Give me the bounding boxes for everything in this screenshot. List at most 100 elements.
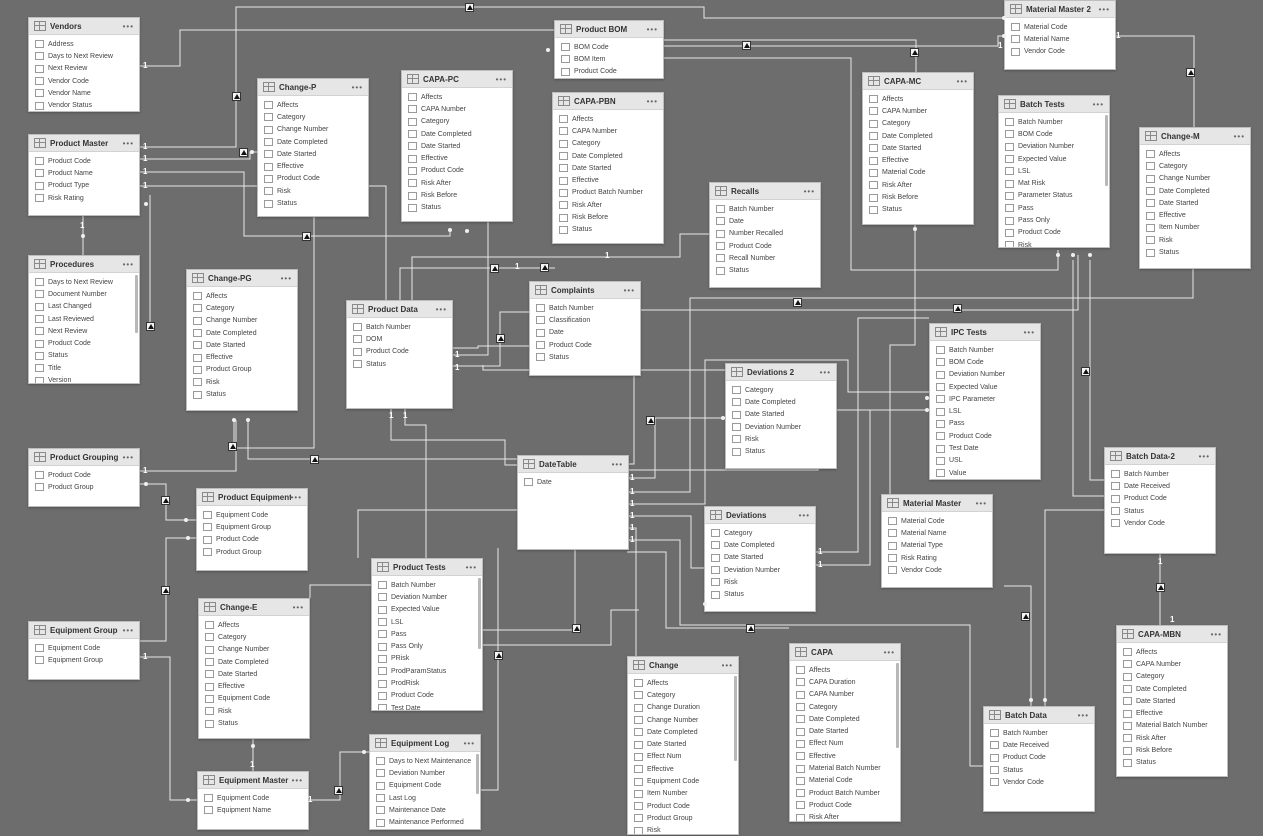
table-field[interactable]: Date Started [790, 725, 900, 737]
table-field[interactable]: Maintenance Performed [370, 816, 480, 828]
table-header[interactable]: Material Master••• [882, 495, 992, 512]
more-options-icon[interactable]: ••• [1077, 710, 1089, 720]
more-options-icon[interactable]: ••• [435, 304, 447, 314]
table-field[interactable]: Vendor Code [1005, 46, 1115, 58]
table-field[interactable]: Next Review [29, 63, 139, 75]
table-header[interactable]: CAPA-PC••• [402, 71, 512, 88]
table-field[interactable]: Vendor Name [29, 87, 139, 99]
filter-direction-icon[interactable] [1021, 612, 1030, 621]
table-field[interactable]: Effective [199, 680, 309, 692]
table-field[interactable]: Equipment Code [199, 693, 309, 705]
table-header[interactable]: Change-M••• [1140, 128, 1250, 145]
table-field[interactable]: PRisk [372, 653, 482, 665]
table-header[interactable]: Batch Data••• [984, 707, 1094, 724]
table-field[interactable]: Product Code [555, 66, 663, 78]
table-field[interactable]: Change Duration [628, 702, 738, 714]
table-field[interactable]: Batch Number [930, 344, 1040, 356]
table-field[interactable]: Deviation Number [726, 421, 836, 433]
table-field[interactable]: Product Code [402, 165, 512, 177]
filter-direction-icon[interactable] [465, 3, 474, 12]
table-field[interactable]: Product Code [29, 469, 139, 481]
table-field[interactable]: IPC Parameter [930, 393, 1040, 405]
table-header[interactable]: CAPA••• [790, 644, 900, 661]
table-field[interactable]: Category [553, 138, 663, 150]
table-field[interactable]: Days to Next Review [29, 276, 139, 288]
table-field[interactable]: Product Code [530, 339, 640, 351]
table-field[interactable]: Status [29, 350, 139, 362]
table-field[interactable]: Material Type [882, 540, 992, 552]
table-field[interactable]: Product Code [930, 430, 1040, 442]
filter-direction-icon[interactable] [146, 322, 155, 331]
table-header[interactable]: Change-E••• [199, 599, 309, 616]
table-field[interactable]: Category [187, 302, 297, 314]
table-field[interactable]: CAPA Number [402, 103, 512, 115]
table-field[interactable]: Date Started [402, 140, 512, 152]
table-field[interactable]: Status [984, 764, 1094, 776]
table-header[interactable]: Change-PG••• [187, 270, 297, 287]
table-field[interactable]: Effective [628, 763, 738, 775]
filter-direction-icon[interactable] [540, 263, 549, 272]
table-field[interactable]: Date Received [1105, 480, 1215, 492]
more-options-icon[interactable]: ••• [975, 498, 987, 508]
filter-direction-icon[interactable] [746, 624, 755, 633]
table-field[interactable]: Title [29, 362, 139, 374]
table-field[interactable]: Category [790, 701, 900, 713]
filter-direction-icon[interactable] [494, 651, 503, 660]
table-field[interactable]: Test Date [372, 702, 482, 710]
more-options-icon[interactable]: ••• [883, 647, 895, 657]
more-options-icon[interactable]: ••• [465, 562, 477, 572]
filter-direction-icon[interactable] [793, 298, 802, 307]
table-field[interactable]: Date Started [1140, 197, 1250, 209]
table-field[interactable]: Affects [628, 677, 738, 689]
table-header[interactable]: Product Data••• [347, 301, 452, 318]
table-field[interactable]: Affects [863, 93, 973, 105]
table-field[interactable]: Last Log [370, 792, 480, 804]
scrollbar[interactable] [476, 754, 479, 794]
table-field[interactable]: Expected Value [372, 604, 482, 616]
filter-direction-icon[interactable] [232, 92, 241, 101]
more-options-icon[interactable]: ••• [122, 625, 134, 635]
table-header[interactable]: Product Tests••• [372, 559, 482, 576]
table-field[interactable]: Category [199, 631, 309, 643]
more-options-icon[interactable]: ••• [1233, 131, 1245, 141]
table-field[interactable]: Classification [530, 314, 640, 326]
more-options-icon[interactable]: ••• [292, 602, 304, 612]
table-header[interactable]: Product Master••• [29, 135, 139, 152]
scrollbar[interactable] [896, 663, 899, 748]
table-field[interactable]: Date Started [187, 339, 297, 351]
filter-direction-icon[interactable] [953, 304, 962, 313]
table-field[interactable]: Date Completed [187, 327, 297, 339]
table-field[interactable]: Equipment Group [197, 521, 307, 533]
table-field[interactable]: Affects [402, 91, 512, 103]
table-field[interactable]: Risk [628, 825, 738, 834]
table-field[interactable]: Equipment Code [370, 780, 480, 792]
table-field[interactable]: Date [518, 476, 628, 488]
table-field[interactable]: Days to Next Review [29, 50, 139, 62]
table-field[interactable]: Item Number [1140, 222, 1250, 234]
table-field[interactable]: Material Code [882, 515, 992, 527]
table-field[interactable]: Date Completed [863, 130, 973, 142]
table-field[interactable]: Risk After [790, 812, 900, 821]
table-field[interactable]: Affects [258, 99, 368, 111]
more-options-icon[interactable]: ••• [122, 21, 134, 31]
filter-direction-icon[interactable] [228, 442, 237, 451]
table-field[interactable]: Category [1117, 671, 1227, 683]
table-field[interactable]: Date Started [199, 668, 309, 680]
table-field[interactable]: Number Recalled [710, 228, 820, 240]
table-header[interactable]: Product Equipment••• [197, 489, 307, 506]
table-header[interactable]: Deviations 2••• [726, 364, 836, 381]
table-field[interactable]: Status [199, 717, 309, 729]
filter-direction-icon[interactable] [334, 786, 343, 795]
table-field[interactable]: Product Code [790, 799, 900, 811]
table-header[interactable]: DateTable••• [518, 456, 628, 473]
table-field[interactable]: Product Group [187, 364, 297, 376]
scrollbar[interactable] [478, 578, 481, 649]
table-field[interactable]: Risk [199, 705, 309, 717]
